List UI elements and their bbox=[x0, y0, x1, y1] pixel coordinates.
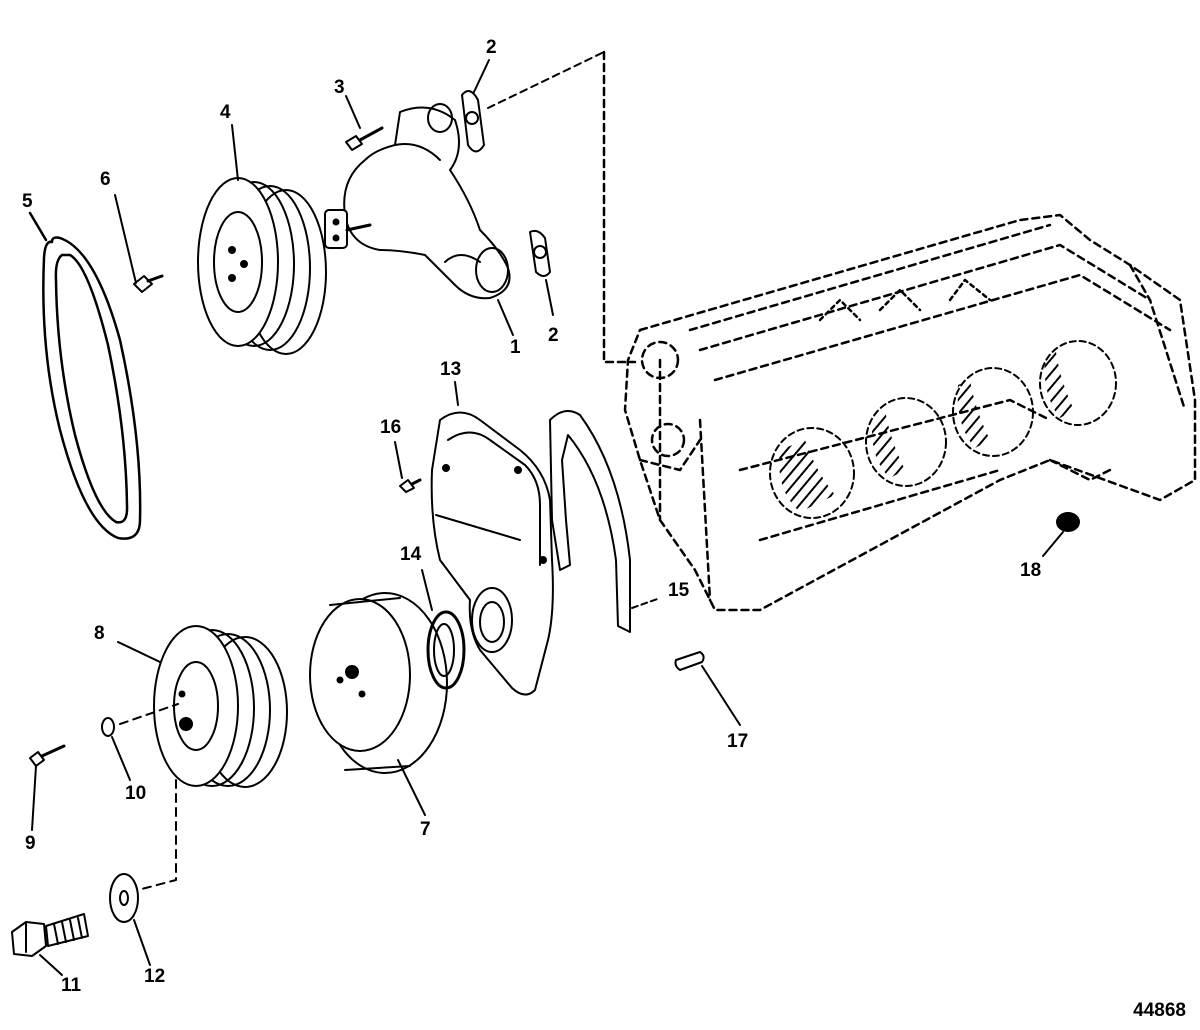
figure-id-label: 44868 bbox=[1133, 1000, 1186, 1021]
callout-15: 15 bbox=[668, 580, 690, 601]
balancer-bolt-part bbox=[11, 913, 89, 976]
cylinder-bore-2 bbox=[865, 397, 947, 487]
cylinder-bore-3 bbox=[952, 367, 1034, 457]
callout-17: 17 bbox=[727, 731, 749, 752]
harmonic-balancer-part bbox=[309, 592, 448, 816]
callout-4: 4 bbox=[220, 102, 231, 123]
cylinder-bore-1 bbox=[769, 427, 855, 519]
timing-cover-gasket-part bbox=[549, 410, 661, 633]
callout-16: 16 bbox=[380, 417, 402, 438]
water-pump-bolt-part bbox=[345, 95, 384, 151]
callout-18: 18 bbox=[1020, 560, 1042, 581]
water-pump-gasket-lower-part bbox=[529, 229, 554, 316]
cylinder-bore-4 bbox=[1039, 340, 1117, 426]
timing-cover-screw-part bbox=[394, 441, 422, 493]
dowel-pin-part bbox=[674, 651, 741, 726]
callout-12: 12 bbox=[144, 966, 166, 987]
front-seal-part bbox=[421, 569, 466, 690]
callout-3: 3 bbox=[334, 77, 345, 98]
drive-belt-part bbox=[28, 211, 142, 540]
engine-block-outline bbox=[487, 50, 1197, 612]
crankshaft-pulley-part bbox=[117, 625, 288, 788]
callout-14: 14 bbox=[400, 544, 422, 565]
callout-7: 7 bbox=[420, 819, 431, 840]
callout-13: 13 bbox=[440, 359, 462, 380]
callout-11: 11 bbox=[61, 975, 82, 996]
callout-6: 6 bbox=[100, 169, 111, 190]
callout-10: 10 bbox=[125, 783, 147, 804]
callout-2-upper: 2 bbox=[486, 37, 497, 58]
pulley-bolt-part bbox=[114, 194, 164, 293]
callout-8: 8 bbox=[94, 623, 105, 644]
water-pump-gasket-upper-part bbox=[461, 59, 490, 153]
balancer-washer-part bbox=[109, 873, 151, 966]
water-pump-part bbox=[324, 103, 514, 336]
water-pump-pulley-part bbox=[197, 124, 327, 355]
pulley-screw-part bbox=[29, 744, 66, 831]
callout-5: 5 bbox=[22, 191, 33, 212]
callout-2-lower: 2 bbox=[548, 325, 559, 346]
lock-washer-part bbox=[101, 717, 131, 781]
callout-9: 9 bbox=[25, 833, 36, 854]
timing-cover-part bbox=[430, 381, 554, 696]
plug-part bbox=[1042, 512, 1080, 557]
assembly-center-line bbox=[119, 703, 179, 891]
callout-1: 1 bbox=[510, 337, 521, 358]
